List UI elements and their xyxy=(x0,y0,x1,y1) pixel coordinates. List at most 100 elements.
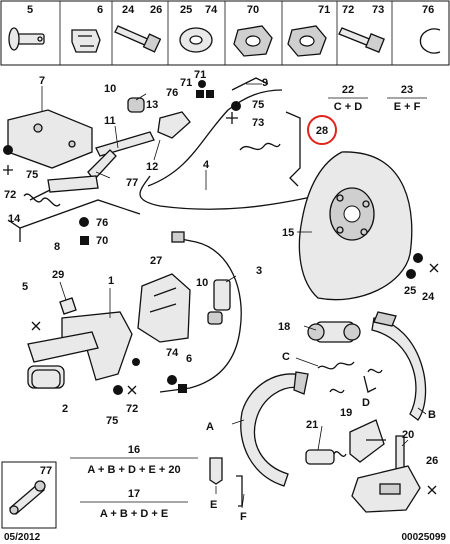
callout-B: B xyxy=(428,409,436,421)
callout-14: 14 xyxy=(8,213,21,225)
header-label-74: 74 xyxy=(205,4,218,16)
callout-13: 13 xyxy=(146,99,158,111)
callout-21: 21 xyxy=(306,419,318,431)
kit-22-number: 22 xyxy=(342,84,354,96)
callout-1: 1 xyxy=(108,275,114,287)
callout-10-lower: 10 xyxy=(196,277,208,289)
callout-28-label: 28 xyxy=(316,125,328,137)
part-hex-bolt-icon xyxy=(338,27,385,53)
kit-17: 17 A + B + D + E xyxy=(80,488,188,520)
inset-77-number: 77 xyxy=(40,465,52,477)
kit-16: 16 A + B + D + E + 20 xyxy=(70,444,198,476)
callout-75-left: 75 xyxy=(26,169,38,181)
header-label-71: 71 xyxy=(318,4,330,16)
callout-75-upper: 75 xyxy=(252,99,264,111)
part-10-bushing xyxy=(127,97,145,113)
inset-77: 77 xyxy=(1,461,57,529)
kit-23: 23 E + F xyxy=(387,84,427,113)
callout-71b: 71 xyxy=(194,69,206,81)
handbrake-lever-assembly xyxy=(7,109,155,242)
callout-A: A xyxy=(206,421,214,433)
lever-26 xyxy=(351,465,421,513)
callout-6: 6 xyxy=(186,353,192,365)
wheel-cylinder-18 xyxy=(307,321,361,343)
parts-header-row: 5 6 24 26 25 74 70 71 72 73 76 xyxy=(0,0,450,66)
header-label-26: 26 xyxy=(150,4,162,16)
callout-15: 15 xyxy=(282,227,294,239)
header-label-70: 70 xyxy=(247,4,259,16)
callout-26: 26 xyxy=(426,455,438,467)
cross-markers xyxy=(3,112,439,495)
kit-22-formula: C + D xyxy=(334,101,362,113)
adjuster-21 xyxy=(305,449,347,465)
callout-77: 77 xyxy=(126,177,138,189)
header-label-72: 72 xyxy=(342,4,354,16)
part-13-bracket xyxy=(157,111,191,139)
cable-4 xyxy=(139,77,317,210)
part-pin-icon xyxy=(8,27,45,51)
callout-74: 74 xyxy=(166,347,179,359)
part-circlip-icon xyxy=(419,28,441,54)
callout-27: 27 xyxy=(150,255,162,267)
callout-3: 3 xyxy=(256,265,262,277)
callout-73: 73 xyxy=(252,117,264,129)
backing-plate-15 xyxy=(298,151,413,301)
callout-72-lower: 72 xyxy=(126,403,138,415)
footer-date: 05/2012 xyxy=(4,532,41,543)
callout-75-lower: 75 xyxy=(106,415,118,427)
part-27-housing xyxy=(137,273,191,343)
callout-28-highlight[interactable]: 28 xyxy=(307,115,337,145)
callout-25: 25 xyxy=(404,285,416,297)
part-lock-nut-icon xyxy=(287,25,327,57)
kit-23-number: 23 xyxy=(401,84,413,96)
header-label-5: 5 xyxy=(27,4,33,16)
part-bolt-icon xyxy=(114,25,162,53)
part-clip-icon xyxy=(71,29,101,53)
leader-lines xyxy=(41,83,427,509)
callout-D: D xyxy=(362,397,370,409)
callout-71: 71 xyxy=(180,77,192,89)
callout-labels: 7 10 71 71 9 76 13 75 73 11 12 75 72 77 … xyxy=(4,69,438,523)
callout-12: 12 xyxy=(146,161,158,173)
callout-10-upper: 10 xyxy=(104,83,116,95)
kit-16-number: 16 xyxy=(128,444,140,456)
callout-8: 8 xyxy=(54,241,60,253)
kit-22: 22 C + D xyxy=(328,84,368,113)
callout-E: E xyxy=(210,499,217,511)
callout-C: C xyxy=(282,351,290,363)
callout-7: 7 xyxy=(39,75,45,87)
header-label-73: 73 xyxy=(372,4,384,16)
callout-5: 5 xyxy=(22,281,28,293)
brake-shoe-B xyxy=(371,311,427,421)
callout-24: 24 xyxy=(422,291,435,303)
callout-18: 18 xyxy=(278,321,290,333)
part-28-spring-bracket xyxy=(239,111,301,187)
kit-23-formula: E + F xyxy=(394,101,421,113)
header-label-25: 25 xyxy=(180,4,192,16)
part-nut-icon xyxy=(233,25,273,57)
kit-16-formula: A + B + D + E + 20 xyxy=(87,464,180,476)
callout-76-left: 76 xyxy=(96,217,108,229)
lever-19 xyxy=(349,419,386,463)
part-2-bushing xyxy=(31,369,61,389)
callout-76-upper: 76 xyxy=(166,87,178,99)
header-label-extra-76: 76 xyxy=(422,4,434,16)
kit-17-formula: A + B + D + E xyxy=(100,508,168,520)
springs-C-D xyxy=(317,361,383,394)
part-E-clip xyxy=(209,457,223,485)
callout-29: 29 xyxy=(52,269,64,281)
callout-11: 11 xyxy=(104,115,116,127)
part-F-pin xyxy=(236,475,243,507)
callout-4: 4 xyxy=(203,159,210,171)
header-label-24: 24 xyxy=(122,4,135,16)
part-20 xyxy=(395,435,405,471)
callout-2: 2 xyxy=(62,403,68,415)
callout-19: 19 xyxy=(340,407,352,419)
kit-17-number: 17 xyxy=(128,488,140,500)
footer-reference: 00025099 xyxy=(402,532,447,543)
cable-3 xyxy=(159,231,242,393)
callout-9: 9 xyxy=(262,77,268,89)
header-label-6: 6 xyxy=(97,4,103,16)
callout-F: F xyxy=(240,511,247,523)
